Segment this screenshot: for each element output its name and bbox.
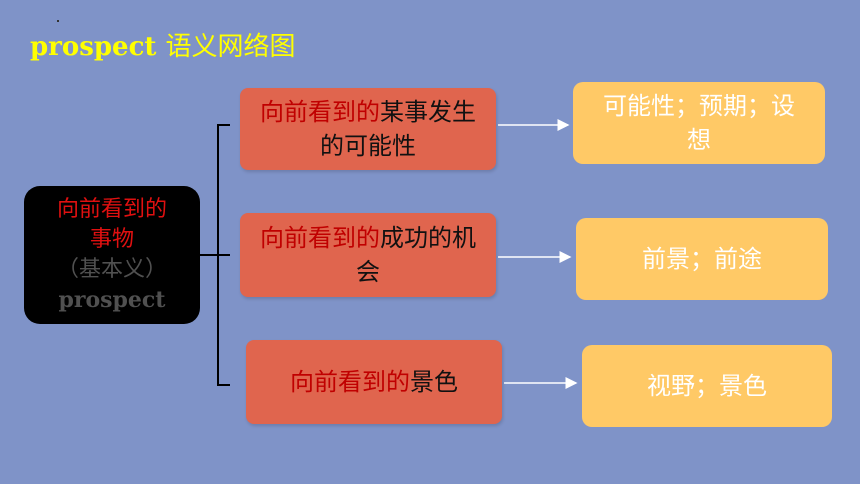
title-chinese: 语义网络图 xyxy=(165,32,296,62)
root-line-4: prospect xyxy=(58,287,166,313)
result-node-3: 视野；景色 xyxy=(582,345,832,427)
title-english: prospect xyxy=(30,32,157,62)
branch-2-text: 成功的机会 xyxy=(356,224,476,286)
bullet-dot xyxy=(57,20,59,22)
result-node-2: 前景；前途 xyxy=(576,218,828,300)
root-line-1: 向前看到的 xyxy=(56,197,167,222)
branch-node-3: 向前看到的景色 xyxy=(246,340,502,424)
branch-1-highlight: 向前看到的 xyxy=(260,98,380,126)
root-node: 向前看到的 事物 （基本义） prospect xyxy=(24,186,200,324)
branch-2-highlight: 向前看到的 xyxy=(260,224,380,252)
branch-node-2: 向前看到的成功的机会 xyxy=(240,213,496,297)
result-3-text: 视野；景色 xyxy=(647,372,767,400)
result-node-1: 可能性；预期；设想 xyxy=(573,82,825,164)
branch-1-text: 某事发生的可能性 xyxy=(320,98,476,160)
root-line-3: （基本义） xyxy=(56,257,167,282)
result-2-text: 前景；前途 xyxy=(642,245,762,273)
root-line-2: 事物 xyxy=(89,227,134,252)
page-title: prospect 语义网络图 xyxy=(30,26,296,63)
branch-node-1: 向前看到的某事发生的可能性 xyxy=(240,88,496,170)
branch-3-highlight: 向前看到的 xyxy=(290,368,410,396)
branch-3-text: 景色 xyxy=(410,368,458,396)
result-1-text: 可能性；预期；设想 xyxy=(603,92,795,154)
